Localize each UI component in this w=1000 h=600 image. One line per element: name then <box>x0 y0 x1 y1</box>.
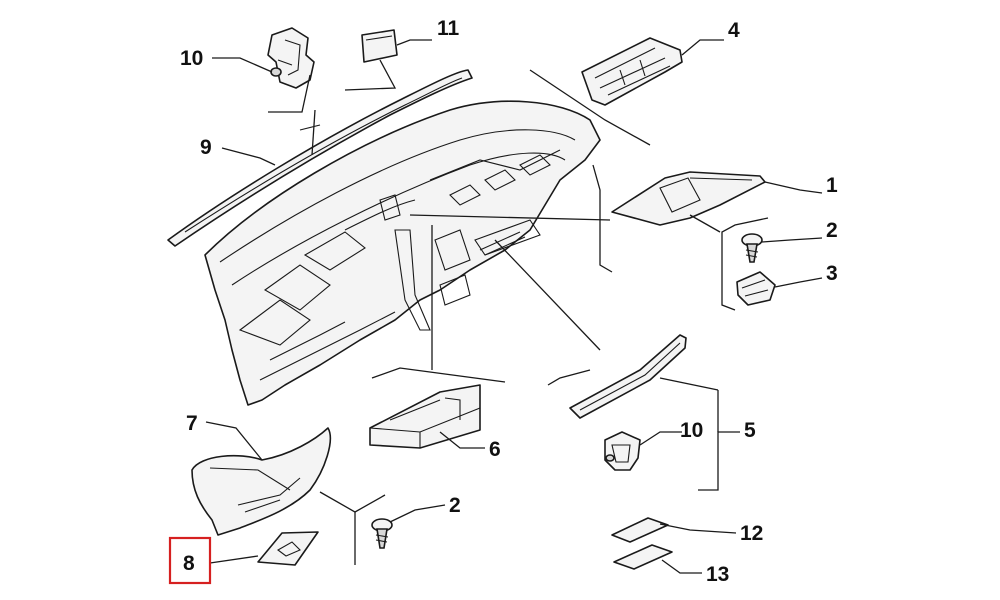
part-5-lower-trim-strip <box>569 334 687 419</box>
part-10-clip-top <box>267 27 315 89</box>
part-12-adhesive-pad <box>611 517 669 543</box>
callout-11: 11 <box>437 17 460 40</box>
callout-4: 4 <box>728 19 740 42</box>
callout-9: 9 <box>200 136 212 159</box>
callout-8: 8 <box>183 552 195 575</box>
highlight-box-8 <box>168 536 212 585</box>
part-7-lower-side-panel <box>191 427 332 536</box>
part-4-air-vent <box>581 37 683 106</box>
part-13-adhesive-pad <box>613 544 673 570</box>
dashboard-frame <box>204 100 601 406</box>
callout-numbers: 1 2 3 4 5 6 7 8 9 10 10 11 2 12 13 <box>180 17 838 586</box>
part-11-pad <box>361 29 398 63</box>
part-9-top-trim-strip <box>167 69 473 247</box>
part-1-cover-panel <box>611 171 766 226</box>
callout-2-lower: 2 <box>449 494 461 517</box>
part-8-small-cover-plate <box>257 531 319 566</box>
callout-12: 12 <box>740 522 763 545</box>
part-10-clip-lower <box>604 431 641 471</box>
callout-1: 1 <box>826 174 838 197</box>
leader-lines <box>205 39 823 574</box>
callout-2-right: 2 <box>826 219 838 242</box>
callout-5: 5 <box>744 419 756 442</box>
callout-7: 7 <box>186 412 198 435</box>
part-6-storage-box <box>369 384 481 449</box>
callout-6: 6 <box>489 438 501 461</box>
part-2-screw-right <box>741 233 763 263</box>
callout-3: 3 <box>826 262 838 285</box>
callout-10-lower: 10 <box>680 419 703 442</box>
callout-13: 13 <box>706 563 729 586</box>
part-2-screw-lower <box>371 518 393 549</box>
part-3-nut-clip <box>736 271 776 306</box>
callout-10-top: 10 <box>180 47 203 70</box>
